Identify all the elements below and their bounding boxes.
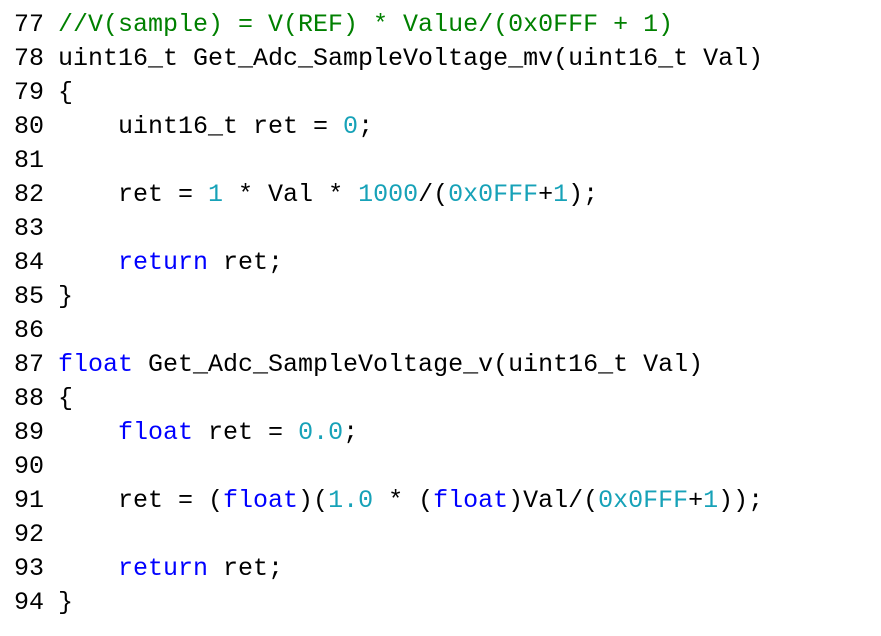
line-number: 88 bbox=[14, 384, 45, 413]
code-line[interactable]: 85} bbox=[0, 280, 881, 314]
code-line[interactable]: 82 ret = 1 * Val * 1000/(0x0FFF+1); bbox=[0, 178, 881, 212]
code-token-keyword: return bbox=[118, 248, 209, 277]
code-token-plain: ret; bbox=[208, 554, 284, 583]
line-number: 77 bbox=[14, 10, 45, 39]
code-token-keyword: float bbox=[118, 418, 194, 447]
code-token-plain: ret = bbox=[193, 418, 299, 447]
line-number: 89 bbox=[14, 418, 45, 447]
code-line[interactable]: 81 bbox=[0, 144, 881, 178]
code-token-plain: * ( bbox=[373, 486, 434, 515]
code-text: float ret = 0.0; bbox=[58, 416, 881, 450]
code-line[interactable]: 78 uint16_t Get_Adc_SampleVoltage_mv(uint… bbox=[0, 42, 881, 76]
code-token-plain: ; bbox=[343, 418, 359, 447]
line-number: 85 bbox=[14, 282, 45, 311]
code-token-plain: ret = bbox=[58, 180, 209, 209]
line-number: 86 bbox=[14, 316, 45, 345]
code-token-number: 1000 bbox=[358, 180, 419, 209]
code-token-plain: )( bbox=[298, 486, 329, 515]
code-token-plain: Get_Adc_SampleVoltage_v(uint16_t Val) bbox=[133, 350, 704, 379]
code-token-plain: } bbox=[58, 588, 74, 617]
code-line[interactable]: 93 return ret; bbox=[0, 552, 881, 586]
code-token-plain: { bbox=[58, 78, 74, 107]
code-token-plain: { bbox=[58, 384, 74, 413]
code-text: { bbox=[58, 76, 881, 110]
code-text: float Get_Adc_SampleVoltage_v(uint16_t V… bbox=[58, 348, 881, 382]
code-line[interactable]: 83 bbox=[0, 212, 881, 246]
code-token-comment: //V(sample) = V(REF) * Value/(0x0FFF + 1… bbox=[58, 10, 674, 39]
line-number: 82 bbox=[14, 180, 45, 209]
code-token-number: 0 bbox=[343, 112, 359, 141]
code-line[interactable]: 80 uint16_t ret = 0; bbox=[0, 110, 881, 144]
code-token-number: 1 bbox=[208, 180, 224, 209]
code-token-number: 1 bbox=[553, 180, 569, 209]
code-line[interactable]: 89 float ret = 0.0; bbox=[0, 416, 881, 450]
code-token-plain: + bbox=[688, 486, 704, 515]
code-text: uint16_t Get_Adc_SampleVoltage_mv(uint16… bbox=[58, 42, 881, 76]
code-line[interactable]: 91 ret = (float)(1.0 * (float)Val/(0x0FF… bbox=[0, 484, 881, 518]
code-token-plain bbox=[58, 248, 118, 277]
code-text: //V(sample) = V(REF) * Value/(0x0FFF + 1… bbox=[58, 8, 881, 42]
code-line[interactable]: 92 bbox=[0, 518, 881, 552]
code-token-number: 0x0FFF bbox=[598, 486, 689, 515]
code-token-plain: ret = ( bbox=[58, 486, 224, 515]
line-number: 81 bbox=[14, 146, 45, 175]
code-text: ret = (float)(1.0 * (float)Val/(0x0FFF+1… bbox=[58, 484, 881, 518]
code-line[interactable]: 84 return ret; bbox=[0, 246, 881, 280]
line-number: 93 bbox=[14, 554, 45, 583]
code-token-number: 1 bbox=[703, 486, 719, 515]
line-number: 80 bbox=[14, 112, 45, 141]
line-number-gutter bbox=[0, 0, 58, 636]
line-number: 83 bbox=[14, 214, 45, 243]
line-number: 92 bbox=[14, 520, 45, 549]
code-text: return ret; bbox=[58, 246, 881, 280]
line-number: 87 bbox=[14, 350, 45, 379]
code-token-number: 1.0 bbox=[328, 486, 374, 515]
code-token-number: 0x0FFF bbox=[448, 180, 539, 209]
code-token-plain: )); bbox=[718, 486, 764, 515]
code-line[interactable]: 77 //V(sample) = V(REF) * Value/(0x0FFF +… bbox=[0, 8, 881, 42]
code-token-plain bbox=[58, 554, 118, 583]
code-token-plain bbox=[58, 418, 118, 447]
code-line[interactable]: 88 { bbox=[0, 382, 881, 416]
code-token-plain: )Val/( bbox=[508, 486, 599, 515]
code-line[interactable]: 79 { bbox=[0, 76, 881, 110]
code-token-plain: ); bbox=[568, 180, 599, 209]
code-token-plain: * Val * bbox=[223, 180, 359, 209]
code-token-plain: uint16_t Get_Adc_SampleVoltage_mv(uint16… bbox=[58, 44, 764, 73]
code-line[interactable]: 90 bbox=[0, 450, 881, 484]
line-number: 91 bbox=[14, 486, 45, 515]
code-text: } bbox=[58, 586, 881, 620]
line-number: 79 bbox=[14, 78, 45, 107]
code-token-keyword: return bbox=[118, 554, 209, 583]
code-token-plain: } bbox=[58, 282, 74, 311]
code-token-plain: uint16_t ret = bbox=[58, 112, 344, 141]
code-token-plain: ; bbox=[358, 112, 374, 141]
code-token-keyword: float bbox=[433, 486, 509, 515]
line-number: 94 bbox=[14, 588, 45, 617]
code-line[interactable]: 94} bbox=[0, 586, 881, 620]
code-text: ret = 1 * Val * 1000/(0x0FFF+1); bbox=[58, 178, 881, 212]
code-token-keyword: float bbox=[223, 486, 299, 515]
code-token-number: 0.0 bbox=[298, 418, 344, 447]
code-token-plain: ret; bbox=[208, 248, 284, 277]
line-number: 78 bbox=[14, 44, 45, 73]
code-token-plain: + bbox=[538, 180, 554, 209]
code-text: } bbox=[58, 280, 881, 314]
code-token-keyword: float bbox=[58, 350, 134, 379]
code-line[interactable]: 86 bbox=[0, 314, 881, 348]
code-text: uint16_t ret = 0; bbox=[58, 110, 881, 144]
line-number: 84 bbox=[14, 248, 45, 277]
code-line[interactable]: 87 float Get_Adc_SampleVoltage_v(uint16_t… bbox=[0, 348, 881, 382]
code-text: { bbox=[58, 382, 881, 416]
line-number: 90 bbox=[14, 452, 45, 481]
code-text: return ret; bbox=[58, 552, 881, 586]
code-token-plain: /( bbox=[418, 180, 449, 209]
